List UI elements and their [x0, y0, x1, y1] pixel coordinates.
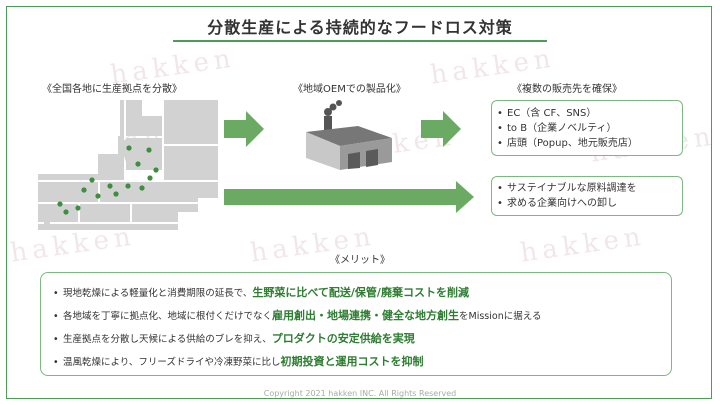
sales-channels-box: EC（含 CF、SNS） to B（企業ノベルティ） 店頭（Popup、地元販売… [491, 100, 683, 156]
merit-row: •生産拠点を分散し天候による供給のブレを抑え、プロダクトの安定供給を実現 [53, 332, 415, 345]
merit-row: •温風乾燥により、フリーズドライや冷凍野菜に比し初期投資と運用コストを抑制 [53, 355, 424, 368]
merit-highlight: 初期投資と運用コストを抑制 [280, 355, 424, 368]
channel-item: to B（企業ノベルティ） [496, 121, 682, 136]
merit-row: •各地域を丁寧に拠点化、地域に根付くだけでなく雇用創出・地場連携・健全な地方創生… [53, 309, 542, 322]
japan-map-icon [38, 100, 218, 230]
copyright-notice: Copyright 2021 hakken INC. All Rights Re… [263, 389, 457, 398]
channel-item: EC（含 CF、SNS） [496, 106, 682, 121]
merit-box: •現地乾燥による軽量化と消費期限の延長で、生野菜に比べて配送/保管/廃棄コストを… [40, 272, 672, 376]
section-label-oem: 《地域OEMでの製品化》 [293, 84, 406, 95]
merit-highlight: 生野菜に比べて配送/保管/廃棄コストを削減 [252, 286, 469, 299]
merit-highlight: 雇用創出・地場連携・健全な地方創生 [272, 309, 460, 322]
page-title: 分散生産による持続的なフードロス対策 [207, 18, 513, 37]
factory-icon [306, 100, 392, 170]
sustainable-item-continued: 求める企業向けへの卸し [496, 196, 682, 211]
sustainable-item: サステイナブルな原料調達を [496, 181, 682, 196]
arrow-right-icon [224, 111, 264, 147]
section-label-japan: 《全国各地に生産拠点を分散》 [42, 84, 182, 95]
channel-item: 店頭（Popup、地元販売店） [496, 136, 682, 151]
arrow-right-icon [421, 111, 461, 147]
merit-highlight: プロダクトの安定供給を実現 [271, 332, 415, 345]
long-arrow-right-icon [224, 181, 474, 213]
sustainable-wholesale-box: サステイナブルな原料調達を 求める企業向けへの卸し [491, 176, 683, 216]
merit-row: •現地乾燥による軽量化と消費期限の延長で、生野菜に比べて配送/保管/廃棄コストを… [53, 286, 469, 299]
title-underline [173, 40, 547, 42]
section-label-channels: 《複数の販売先を確保》 [512, 84, 622, 95]
merit-label: 《メリット》 [330, 255, 390, 266]
